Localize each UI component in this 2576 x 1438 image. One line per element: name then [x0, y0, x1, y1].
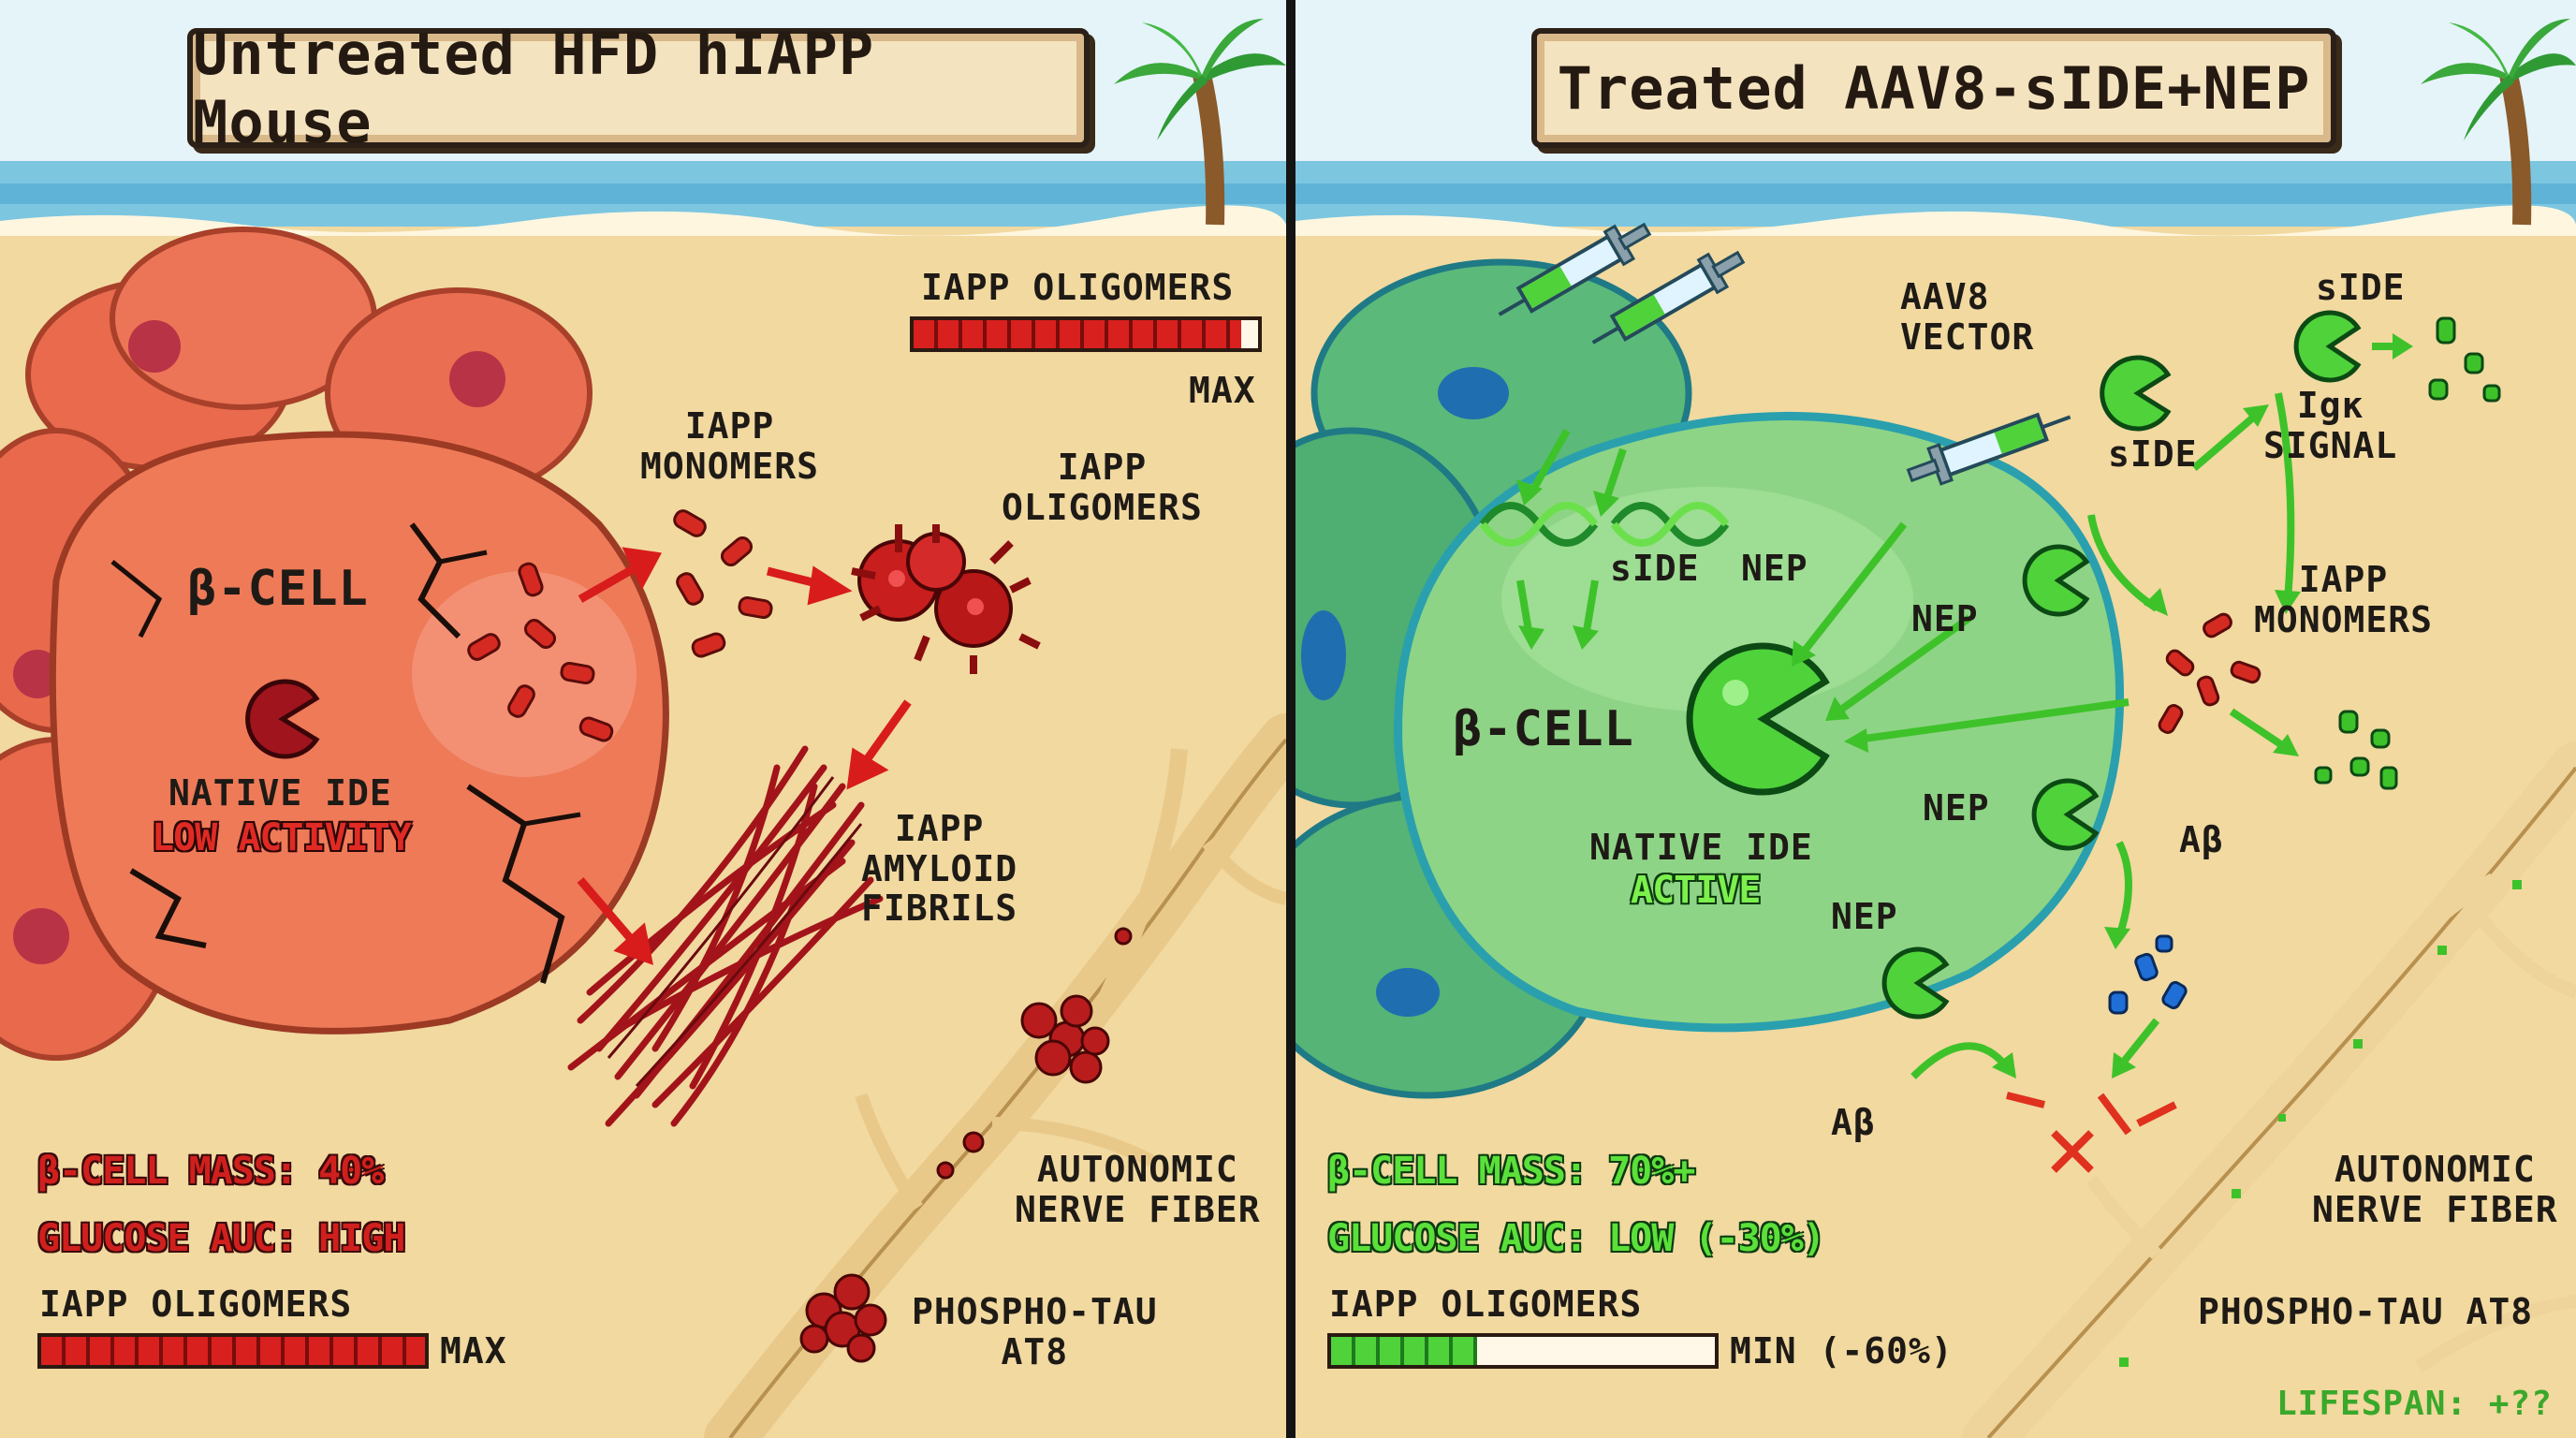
syringe-icon — [1498, 222, 2071, 486]
iapp-monomers-label: IAPP MONOMERS — [2254, 559, 2434, 640]
bottom-meter-label: IAPP OLIGOMERS — [1329, 1284, 1643, 1325]
nep-label-1: NEP — [1911, 598, 1979, 639]
treated-title: Treated AAV8-sIDE+NEP — [1557, 53, 2311, 123]
autonomic-nerve-fiber — [1962, 741, 2576, 1438]
bottom-meter-label: IAPP OLIGOMERS — [39, 1284, 353, 1325]
dna-icon — [1479, 502, 1730, 547]
surf — [0, 205, 1286, 245]
phospho-tau-label: PHOSPHO-TAU AT8 — [912, 1291, 1158, 1372]
bottom-oligomer-meter-fill — [1331, 1337, 1477, 1365]
glucose-auc-stat: GLUCOSE AUC: HIGH — [37, 1217, 405, 1260]
ide-active-tag: ACTIVE — [1631, 869, 1761, 912]
native-ide-enzyme-icon — [1686, 642, 1830, 796]
abeta-label-1: Aβ — [2179, 819, 2224, 860]
abeta-label-2: Aβ — [1831, 1102, 1876, 1143]
iapp-monomers — [467, 509, 773, 742]
iapp-fibrils-label: IAPP AMYLOID FIBRILS — [861, 808, 1018, 930]
cleaved-fragments — [2006, 1092, 2177, 1173]
lifespan-label: LIFESPAN: +?? — [2276, 1385, 2553, 1423]
phospho-tau-label: PHOSPHO-TAU AT8 — [2198, 1291, 2534, 1332]
bottom-oligomer-meter — [37, 1333, 429, 1369]
iapp-oligomers-label: IAPP OLIGOMERS — [1002, 447, 1203, 528]
untreated-title: Untreated HFD hIAPP Mouse — [193, 20, 875, 156]
nerve-fiber-label: AUTONOMIC NERVE FIBER — [2312, 1149, 2558, 1230]
ide-low-activity-tag: LOW ACTIVITY — [152, 816, 412, 859]
bottom-meter-value: MIN (-60%) — [1730, 1330, 1954, 1372]
bottom-oligomer-meter — [1327, 1333, 1719, 1369]
nep-gene-label: NEP — [1741, 548, 1808, 589]
nerve-fiber-label: AUTONOMIC NERVE FIBER — [1015, 1149, 1261, 1230]
arrow-icon — [577, 547, 912, 965]
top-oligomer-meter — [910, 316, 1262, 352]
beta-cell-mass-stat: β-CELL MASS: 70%+ — [1327, 1150, 1695, 1193]
native-ide-label: NATIVE IDE — [168, 772, 392, 814]
nep-label-3: NEP — [1831, 896, 1898, 937]
treated-panel: Treated AAV8-sIDE+NEP AAV8 VECTOR sIDE N… — [1295, 0, 2576, 1438]
degraded-fragments — [2314, 316, 2501, 790]
side-gene-label: sIDE — [1610, 548, 1700, 589]
treated-title-sign: Treated AAV8-sIDE+NEP — [1531, 28, 2336, 148]
aav8-vector-label: AAV8 VECTOR — [1900, 276, 2035, 358]
untreated-title-sign: Untreated HFD hIAPP Mouse — [187, 20, 1090, 156]
native-ide-enzyme-icon — [245, 679, 320, 759]
iapp-amyloid-fibrils — [567, 745, 884, 1127]
nep-label-2: NEP — [1923, 787, 1990, 829]
side-secreted-label: sIDE — [2108, 433, 2198, 475]
beta-cell-label: β-CELL — [187, 561, 369, 617]
abeta-peptides — [2108, 934, 2188, 1015]
native-ide-label: NATIVE IDE — [1589, 827, 1813, 868]
side-top-label: sIDE — [2316, 267, 2406, 308]
beta-cell-untreated — [49, 431, 669, 1034]
bottom-meter-value: MAX — [440, 1330, 507, 1372]
igk-signal-label: Igκ SIGNAL — [2263, 385, 2398, 466]
beta-cell-mass-stat: β-CELL MASS: 40% — [37, 1150, 384, 1193]
arrow-icon — [1516, 343, 2400, 1079]
iapp-monomers-label: IAPP MONOMERS — [640, 405, 820, 487]
nep-enzymes — [1881, 310, 2362, 1020]
untreated-scene — [0, 0, 1286, 1438]
nerve-green-spots — [2119, 880, 2522, 1367]
top-meter-value: MAX — [1189, 370, 1256, 411]
palm-tree-icon — [1114, 19, 1286, 226]
bottom-oligomer-meter-fill — [41, 1337, 425, 1365]
top-oligomer-meter-fill — [914, 320, 1241, 348]
panel-divider — [1286, 0, 1295, 1438]
top-meter-label: IAPP OLIGOMERS — [921, 267, 1235, 308]
untreated-panel: Untreated HFD hIAPP Mouse β-CELL NATIVE … — [0, 0, 1286, 1438]
phospho-tau-aggregates — [799, 927, 1133, 1363]
iapp-oligomer-clusters — [851, 524, 1041, 674]
glucose-auc-stat: GLUCOSE AUC: LOW (-30%) — [1327, 1217, 1825, 1260]
beta-cell-label: β-CELL — [1453, 701, 1634, 757]
iapp-monomers — [2158, 612, 2261, 734]
palm-tree-icon — [2421, 19, 2576, 226]
